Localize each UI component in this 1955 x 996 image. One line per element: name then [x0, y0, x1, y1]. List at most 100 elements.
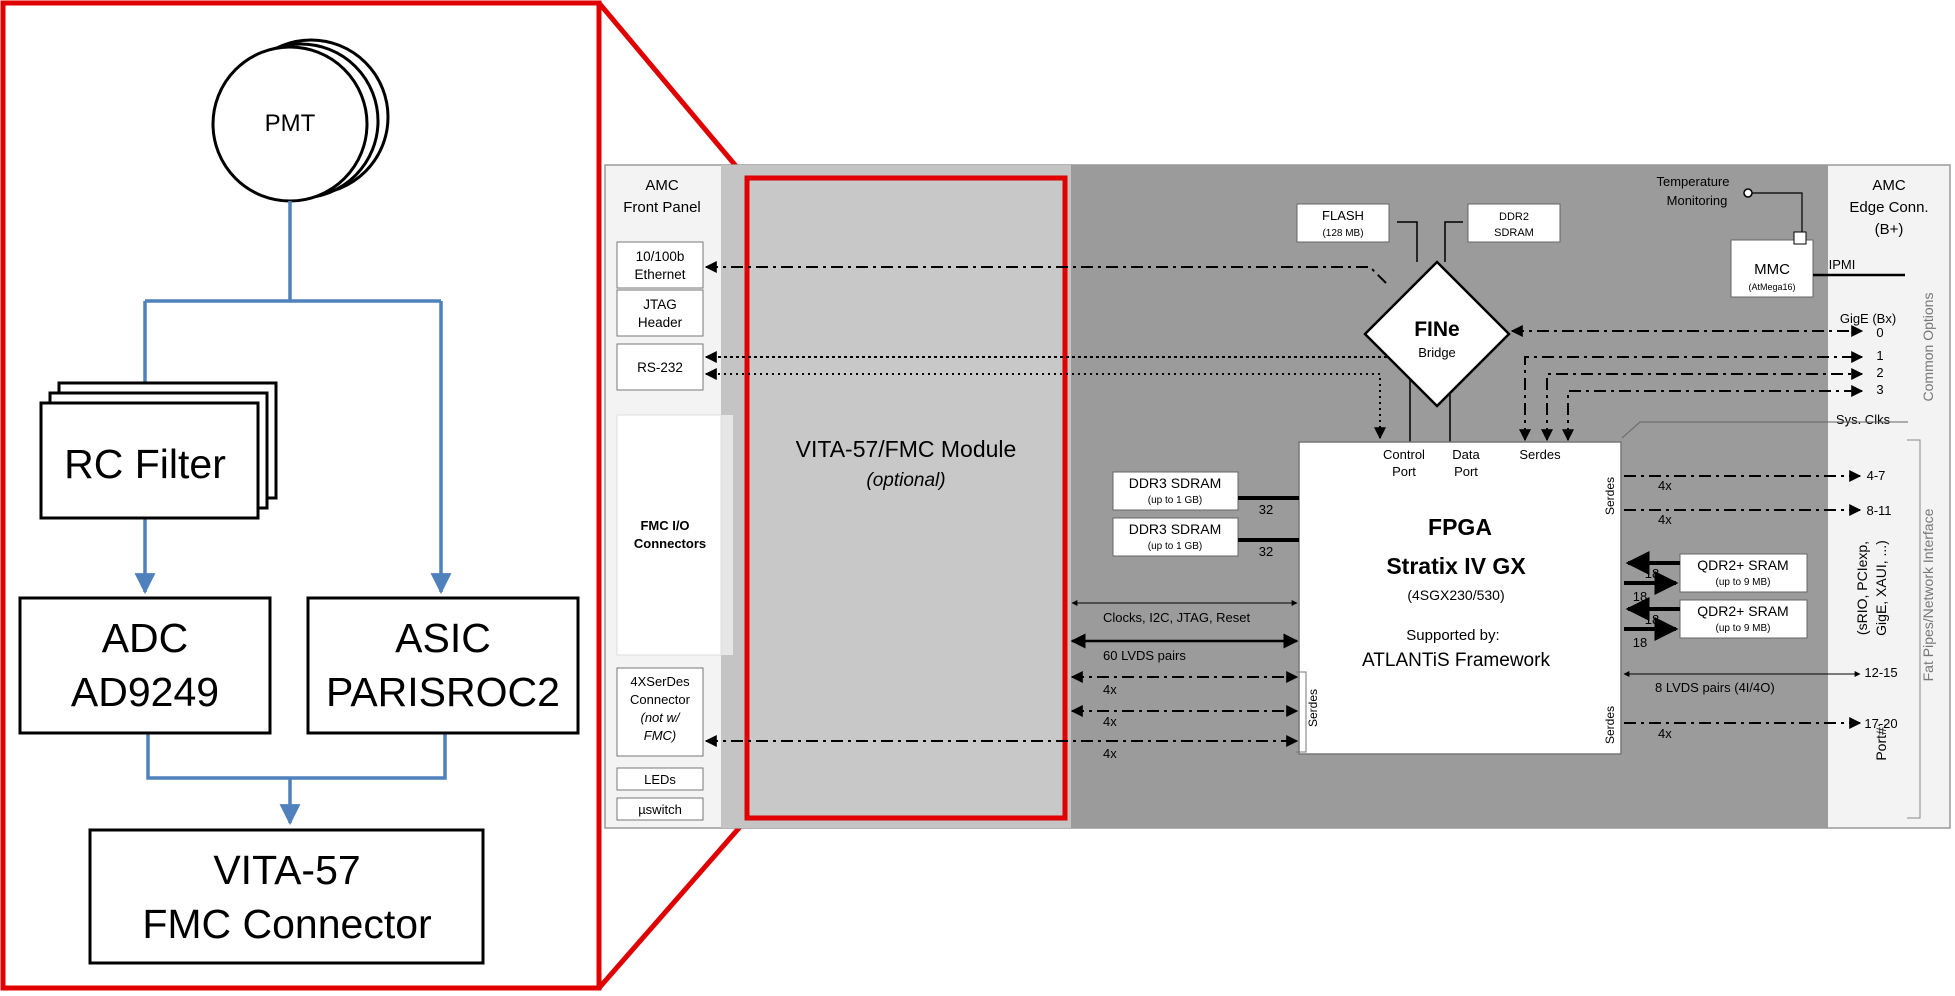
svg-text:4x: 4x [1658, 478, 1672, 493]
protocols-label-2: GigE, XAUI, ...) [1873, 540, 1889, 636]
vita-fmc-module: VITA-57/FMC Module (optional) [744, 175, 1068, 821]
asic-label-2: PARISROC2 [326, 669, 560, 715]
rs232-label: RS-232 [637, 360, 683, 375]
svg-text:Edge Conn.: Edge Conn. [1849, 199, 1928, 216]
svg-text:60 LVDS pairs: 60 LVDS pairs [1103, 648, 1186, 663]
svg-text:4x: 4x [1103, 714, 1117, 729]
bridge-label: Bridge [1418, 345, 1456, 360]
ethernet-label-1: 10/100b [636, 249, 685, 264]
fat-pipe-links [1624, 470, 1862, 729]
qdr-memory: QDR2+ SRAM (up to 9 MB) QDR2+ SRAM (up t… [1624, 551, 1808, 650]
asic-node: ASIC PARISROC2 [306, 596, 580, 735]
fat-pipe-labels: 4x 4x 8 LVDS pairs (4I/4O) 4x [1655, 478, 1775, 741]
control-port-2: Port [1392, 464, 1416, 479]
flash-label: FLASH [1322, 208, 1364, 223]
front-panel: AMC Front Panel 10/100b Ethernet JTAG He… [616, 177, 722, 821]
ddr3-memory: DDR3 SDRAM (up to 1 GB) DDR3 SDRAM (up t… [1112, 471, 1299, 559]
fpga-block: Control Port Data Port Serdes FPGA Strat… [1296, 441, 1622, 755]
svg-text:(up to 9 MB): (up to 9 MB) [1715, 623, 1770, 634]
svg-text:Front Panel: Front Panel [623, 199, 701, 216]
range-4-7: 4-7 [1867, 468, 1886, 483]
serdes-top: Serdes [1519, 447, 1561, 462]
data-port-1: Data [1452, 447, 1480, 462]
svg-text:4x: 4x [1658, 512, 1672, 527]
port-0: 0 [1876, 325, 1883, 340]
protocols-label-1: (sRIO, PCIexp, [1854, 541, 1870, 635]
common-options-label: Common Options [1920, 293, 1936, 402]
svg-text:(not w/: (not w/ [640, 710, 680, 725]
flash-size: (128 MB) [1322, 228, 1363, 239]
range-8-11: 8-11 [1866, 503, 1891, 518]
zoom-line-top [597, 1, 748, 180]
svg-text:QDR2+ SRAM: QDR2+ SRAM [1697, 603, 1788, 619]
svg-text:4XSerDes: 4XSerDes [630, 674, 690, 689]
svg-text:Clocks, I2C, JTAG, Reset: Clocks, I2C, JTAG, Reset [1103, 610, 1251, 625]
sys-clks-line [1621, 421, 1908, 439]
ethernet-label-2: Ethernet [634, 267, 685, 282]
zoom-line-bottom [597, 818, 748, 990]
svg-text:(up to 1 GB): (up to 1 GB) [1148, 541, 1202, 552]
serdes-left: Serdes [1306, 689, 1320, 727]
svg-text:FMC): FMC) [644, 728, 677, 743]
pmt-label: PMT [265, 110, 316, 137]
data-port-2: Port [1454, 464, 1478, 479]
fpga-label-3: (4SGX230/530) [1407, 587, 1504, 603]
gige-links [1510, 325, 1864, 442]
rc-filter-node: RC Filter [39, 381, 278, 520]
vita-label-2: FMC Connector [142, 901, 431, 947]
svg-text:AMC: AMC [1872, 177, 1906, 194]
memory-top: FLASH (128 MB) DDR2 SDRAM Temperature Mo… [1296, 174, 1730, 243]
port-label: Port#: [1873, 723, 1889, 760]
fmc-link-labels: Clocks, I2C, JTAG, Reset 60 LVDS pairs 4… [1103, 610, 1251, 761]
sys-clks-label: Sys. Clks [1836, 412, 1891, 427]
svg-text:4x: 4x [1103, 746, 1117, 761]
temp-label-1: Temperature [1657, 174, 1730, 189]
temp-label-2: Monitoring [1667, 193, 1728, 208]
ipmi-label: IPMI [1829, 257, 1856, 272]
vita-optional-label: (optional) [866, 470, 945, 491]
port-2: 2 [1876, 365, 1883, 380]
mmc-label: MMC [1754, 261, 1790, 278]
rc-filter-label: RC Filter [64, 441, 226, 487]
svg-text:4x: 4x [1103, 682, 1117, 697]
svg-text:DDR3 SDRAM: DDR3 SDRAM [1129, 521, 1222, 537]
svg-text:8 LVDS pairs (4I/4O): 8 LVDS pairs (4I/4O) [1655, 680, 1775, 695]
adc-label-2: AD9249 [71, 669, 219, 715]
svg-text:32: 32 [1259, 544, 1273, 559]
serdes-right-1: Serdes [1603, 477, 1617, 515]
control-port-1: Control [1383, 447, 1425, 462]
jtag-label-2: Header [638, 315, 683, 330]
svg-text:18: 18 [1633, 635, 1647, 650]
gige-label: GigE (Bx) [1840, 311, 1896, 326]
supported-label-2: ATLANTiS Framework [1362, 650, 1550, 671]
svg-text:DDR3 SDRAM: DDR3 SDRAM [1129, 475, 1222, 491]
vita-module-label: VITA-57/FMC Module [796, 436, 1017, 462]
jtag-label-1: JTAG [643, 297, 677, 312]
range-12-15: 12-15 [1864, 665, 1897, 680]
range-17-20: 17-20 [1864, 716, 1897, 731]
svg-text:4x: 4x [1658, 726, 1672, 741]
fine-bridge: FINe Bridge [1363, 260, 1511, 408]
svg-text:Connector: Connector [630, 692, 691, 707]
pmt-node: PMT [211, 38, 390, 203]
ddr2-label-1: DDR2 [1499, 211, 1529, 223]
svg-text:32: 32 [1259, 502, 1273, 517]
fat-pipes-label: Fat Pipes/Network Interface [1920, 508, 1936, 681]
supported-label-1: Supported by: [1406, 627, 1499, 644]
fine-label: FINe [1414, 318, 1460, 341]
fmc-io-label-1: FMC I/O [640, 518, 689, 533]
svg-text:(B+): (B+) [1875, 221, 1904, 238]
svg-text:18: 18 [1645, 612, 1659, 627]
svg-text:(up to 1 GB): (up to 1 GB) [1148, 495, 1202, 506]
port-1: 1 [1876, 348, 1883, 363]
fpga-label-1: FPGA [1428, 514, 1492, 540]
svg-text:18: 18 [1633, 589, 1647, 604]
fmc-io-label-2: Connectors [634, 536, 706, 551]
vita-label-1: VITA-57 [213, 847, 360, 893]
adc-node: ADC AD9249 [18, 596, 272, 735]
svg-text:(up to 9 MB): (up to 9 MB) [1715, 577, 1770, 588]
fpga-label-2: Stratix IV GX [1386, 553, 1526, 579]
fmc-links [704, 600, 1299, 747]
leds-label: LEDs [644, 772, 676, 787]
